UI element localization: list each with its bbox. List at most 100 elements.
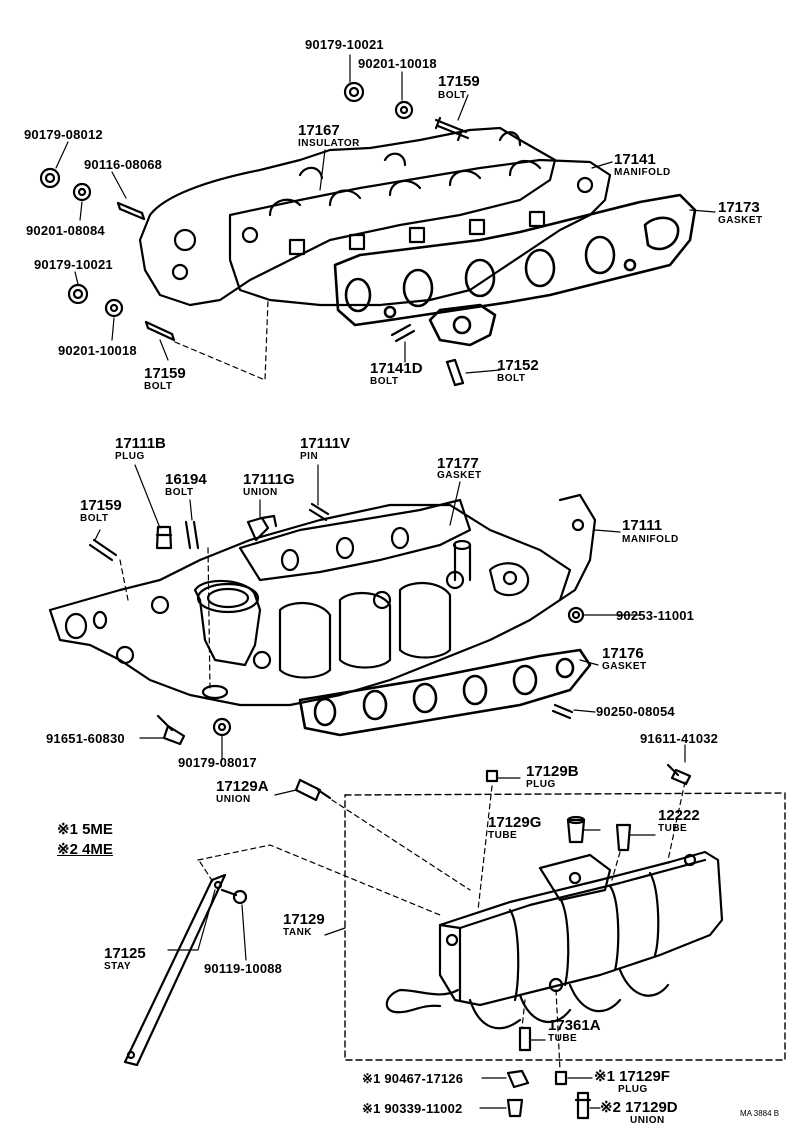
label-12222-name: TUBE [658, 823, 688, 834]
label-17159-top-name: BOLT [438, 90, 467, 101]
union-17129A [294, 778, 332, 802]
label-17361A-name: TUBE [548, 1033, 578, 1044]
tube-12222 [615, 823, 632, 852]
nut-90179-08017 [212, 717, 232, 737]
label-17111B: 17111B [115, 435, 166, 452]
label-17141: 17141 [614, 151, 656, 168]
intake-gasket-17177 [238, 498, 472, 582]
label-17129A-name: UNION [216, 794, 251, 805]
label-16194: 16194 [165, 471, 207, 488]
label-17173-name: GASKET [718, 215, 763, 226]
label-17159-left: 17159 [144, 365, 186, 382]
label-17177: 17177 [437, 455, 479, 472]
stud-90250-08054 [551, 703, 574, 720]
insulator-shape [138, 126, 557, 307]
label-17129B: 17129B [526, 763, 579, 780]
label-17141D: 17141D [370, 360, 423, 377]
plug-17129F [554, 1070, 568, 1086]
label-90116-08068: 90116-08068 [84, 157, 163, 172]
label-17129B-name: PLUG [526, 779, 556, 790]
label-17152: 17152 [497, 357, 539, 374]
leader-lines-top [55, 54, 716, 381]
label-17111V-name: PIN [300, 451, 319, 462]
label-17129F-name: PLUG [618, 1084, 648, 1095]
pin-17111V [308, 502, 330, 522]
nut-90253-11001 [567, 606, 585, 624]
label-90119-10088: 90119-10088 [204, 961, 283, 976]
bolt-91611-41032 [666, 763, 692, 786]
label-17141-name: MANIFOLD [614, 167, 671, 178]
bolt-91651-60830 [156, 714, 186, 746]
label-90250-08054: 90250-08054 [596, 704, 675, 719]
bolt-90119-10088 [220, 888, 248, 905]
label-17159-top: 17159 [438, 73, 480, 90]
bolt-17159-mid [88, 538, 118, 562]
tank-dashed-box [344, 792, 786, 1061]
label-90253-11001: 90253-11001 [616, 608, 695, 623]
label-17152-name: BOLT [497, 373, 526, 384]
label-17159-left-name: BOLT [144, 381, 173, 392]
drawing-code: MA 3884 B [740, 1109, 780, 1118]
label-17111: 17111 [622, 517, 663, 534]
label-17111G-name: UNION [243, 487, 278, 498]
label-91651-60830: 91651-60830 [46, 731, 125, 746]
label-17111B-name: PLUG [115, 451, 145, 462]
union-17111G [246, 514, 278, 542]
label-90179-10021-left: 90179-10021 [34, 257, 113, 272]
label-17141D-name: BOLT [370, 376, 399, 387]
label-90339-11002: ※1 90339-11002 [362, 1101, 463, 1116]
tube-17129G [566, 815, 586, 844]
label-17361A: 17361A [548, 1017, 601, 1034]
label-17129D-name: UNION [630, 1115, 665, 1126]
stud-17159-top [434, 116, 470, 142]
label-90179-10021-top: 90179-10021 [305, 37, 384, 52]
nut-90179-08012 [39, 167, 61, 189]
intake-manifold-shape [48, 493, 597, 707]
label-17129F: ※1 17129F [594, 1068, 670, 1085]
label-90201-10018-top: 90201-10018 [358, 56, 437, 71]
label-17125: 17125 [104, 945, 146, 962]
label-90179-08017: 90179-08017 [178, 755, 257, 770]
label-17129A: 17129A [216, 778, 269, 795]
plug-17111B [155, 525, 173, 550]
stud-17159-left [144, 320, 176, 342]
washer-90201-10018-left [104, 298, 124, 318]
label-17129G: 17129G [488, 814, 542, 831]
note-2: ※2 4ME [57, 841, 113, 858]
label-17177-name: GASKET [437, 470, 482, 481]
tank-shape [385, 850, 724, 1030]
union-17129D [574, 1091, 592, 1120]
label-17159-mid-name: BOLT [80, 513, 109, 524]
intake-gasket-17176 [298, 648, 592, 737]
leader-lines-middle [94, 464, 641, 761]
label-17125-name: STAY [104, 961, 132, 972]
label-17111-name: MANIFOLD [622, 534, 679, 545]
label-17129-name: TANK [283, 927, 313, 938]
leader-lines-bottom [167, 744, 686, 1109]
bolt-17152 [445, 358, 465, 387]
stud-17141D [390, 323, 416, 343]
label-17159-mid: 17159 [80, 497, 122, 514]
note-1: ※1 5ME [57, 821, 113, 838]
nut-90179-10021-top [343, 81, 365, 103]
stud-90116-08068 [116, 201, 146, 221]
label-90201-10018-left: 90201-10018 [58, 343, 137, 358]
plug-17129B [485, 769, 499, 783]
label-90179-08012: 90179-08012 [24, 127, 103, 142]
exhaust-manifold-shape [228, 158, 612, 307]
tube-17361A [518, 1026, 532, 1052]
washer-90201-08084 [72, 182, 92, 202]
label-12222: 12222 [658, 807, 700, 824]
label-90467-17126: ※1 90467-17126 [362, 1071, 464, 1086]
label-17129: 17129 [283, 911, 325, 928]
label-91611-41032: 91611-41032 [640, 731, 719, 746]
label-17167: 17167 [298, 122, 340, 139]
label-17111V: 17111V [300, 435, 351, 452]
label-17173: 17173 [718, 199, 760, 216]
bolt-16194 [184, 520, 200, 550]
label-17129D: ※2 17129D [600, 1099, 678, 1116]
label-17176: 17176 [602, 645, 644, 662]
label-17176-name: GASKET [602, 661, 647, 672]
